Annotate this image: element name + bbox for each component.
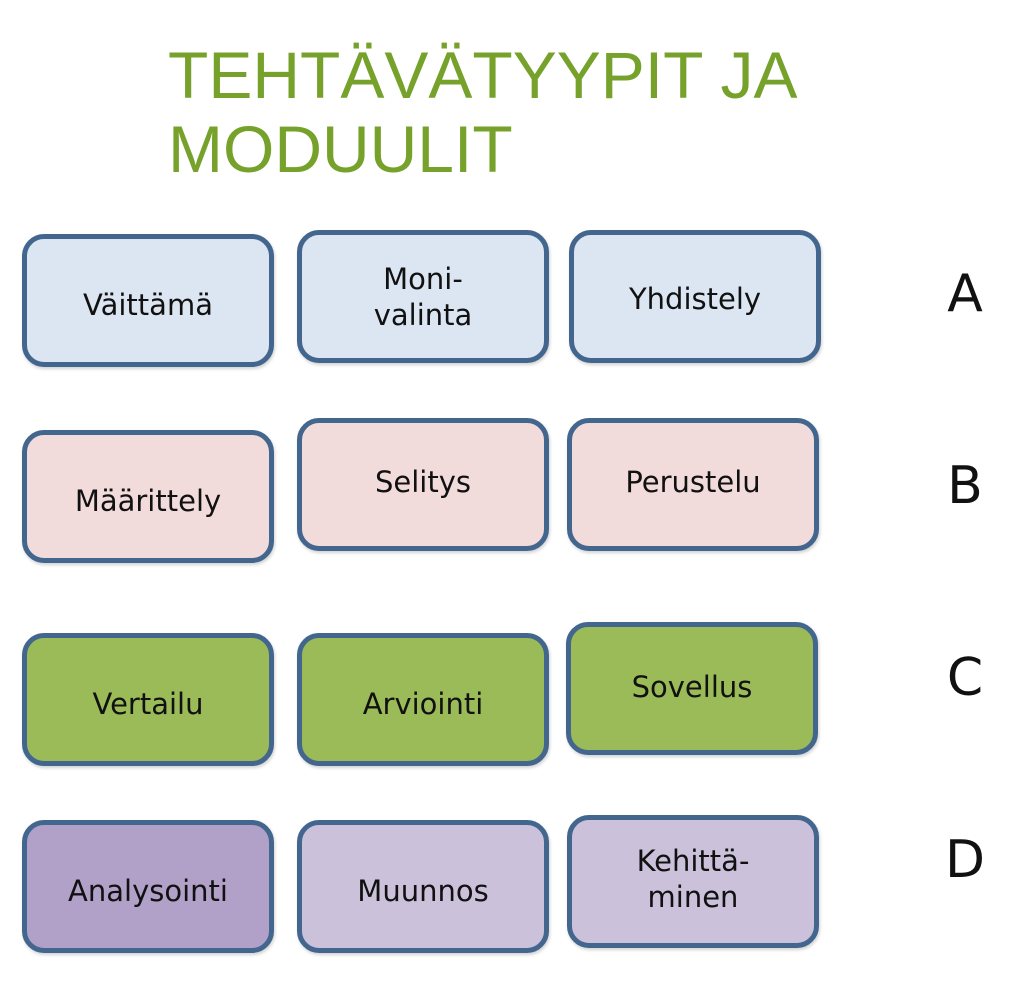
module-label: Moni- valinta xyxy=(373,261,473,332)
title-line-1: TEHTÄVÄTYYPIT JA xyxy=(168,38,798,112)
module-label: Määrittely xyxy=(74,483,222,518)
title-line-2: MODUULIT xyxy=(168,112,513,186)
module-label: Yhdistely xyxy=(628,281,762,316)
module-box-kehittaminen: Kehittä- minen xyxy=(567,815,819,948)
module-box-sovellus: Sovellus xyxy=(566,622,818,755)
row-letter-c: C xyxy=(946,648,984,708)
module-label: Kehittä- minen xyxy=(636,843,750,914)
module-box-perustelu: Perustelu xyxy=(567,418,819,551)
module-box-yhdistely: Yhdistely xyxy=(569,230,821,363)
module-label: Arviointi xyxy=(362,686,484,721)
module-box-vaittama: Väittämä xyxy=(22,234,274,367)
module-label: Muunnos xyxy=(357,873,489,908)
module-box-selitys: Selitys xyxy=(297,418,549,551)
module-label: Selitys xyxy=(374,464,471,499)
module-box-vertailu: Vertailu xyxy=(22,633,274,766)
module-box-muunnos: Muunnos xyxy=(297,820,549,953)
row-letter-b: B xyxy=(947,456,983,516)
row-letter-a: A xyxy=(947,264,983,324)
module-box-maarittely: Määrittely xyxy=(22,430,274,563)
module-label: Analysointi xyxy=(68,873,228,908)
module-box-analysointi: Analysointi xyxy=(22,820,274,953)
page-title: TEHTÄVÄTYYPIT JA MODUULIT xyxy=(168,38,888,186)
module-box-arviointi: Arviointi xyxy=(297,633,549,766)
module-box-monivalinta: Moni- valinta xyxy=(297,230,549,363)
module-label: Väittämä xyxy=(83,287,213,322)
row-letter-d: D xyxy=(944,830,986,890)
module-label: Vertailu xyxy=(92,686,204,721)
module-label: Perustelu xyxy=(625,464,761,499)
module-label: Sovellus xyxy=(631,669,753,704)
